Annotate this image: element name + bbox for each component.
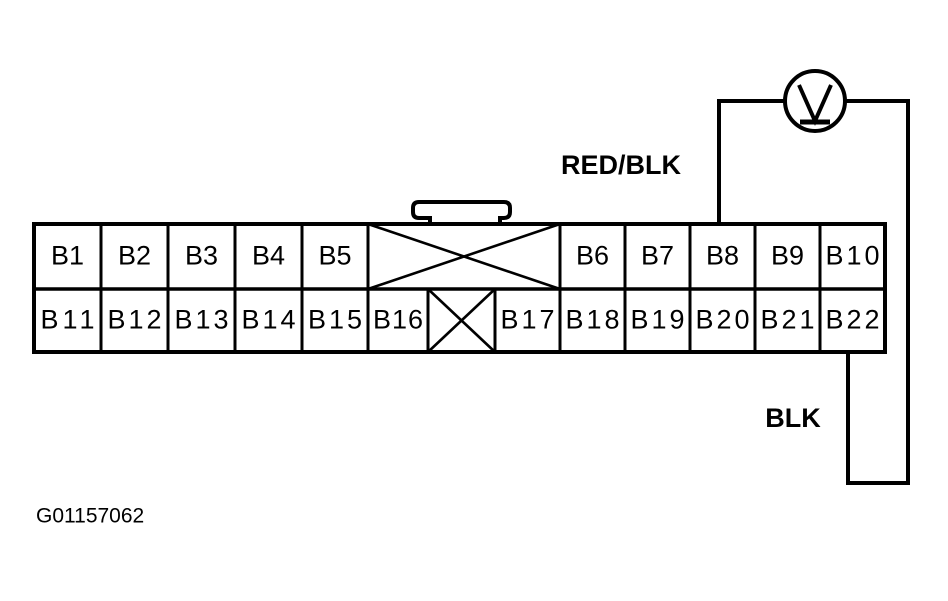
- pin-cell-b1[interactable]: B1: [51, 241, 84, 271]
- pin-label-b10: B10: [826, 241, 880, 271]
- pin-label-b9: B9: [771, 241, 804, 271]
- pin-cell-b8[interactable]: B8: [706, 241, 739, 271]
- pin-label-b5: B5: [318, 241, 351, 271]
- connector-body-group: [32, 222, 887, 354]
- pin-label-b3: B3: [185, 241, 218, 271]
- pin-label-b19: B19: [631, 305, 685, 335]
- wire-red-blk-label: RED/BLK: [561, 150, 681, 180]
- pin-label-b15: B15: [308, 305, 362, 335]
- pin-cell-b14[interactable]: B14: [242, 305, 296, 335]
- pin-cell-b7[interactable]: B7: [641, 241, 674, 271]
- pin-label-b20: B20: [696, 305, 750, 335]
- pin-cell-b13[interactable]: B13: [175, 305, 229, 335]
- wire-group: [717, 99, 910, 485]
- wire-blk-label: BLK: [765, 403, 821, 433]
- pin-cell-b12[interactable]: B12: [108, 305, 162, 335]
- connector-latch-group: [411, 200, 512, 227]
- pin-label-b16: B16: [373, 305, 423, 335]
- blank-x-stroke: [427, 288, 496, 353]
- pin-cell-b16[interactable]: B16: [373, 305, 423, 335]
- pin-label-b21: B21: [761, 305, 815, 335]
- pin-cell-b6[interactable]: B6: [576, 241, 609, 271]
- pin-cell-b3[interactable]: B3: [185, 241, 218, 271]
- pin-label-b4: B4: [252, 241, 285, 271]
- pin-label-b18: B18: [566, 305, 620, 335]
- pin-cell-b17[interactable]: B17: [501, 305, 555, 335]
- wire-labels-group: RED/BLK BLK: [561, 150, 821, 433]
- pin-label-b17: B17: [501, 305, 555, 335]
- pin-label-b1: B1: [51, 241, 84, 271]
- pin-label-b7: B7: [641, 241, 674, 271]
- wire-red-blk: [717, 99, 785, 224]
- pin-label-b2: B2: [118, 241, 151, 271]
- pin-cell-b5[interactable]: B5: [318, 241, 351, 271]
- pin-cell-b9[interactable]: B9: [771, 241, 804, 271]
- pin-cell-blank: [367, 222, 561, 291]
- pin-cell-b2[interactable]: B2: [118, 241, 151, 271]
- pin-cell-b22[interactable]: B22: [826, 305, 880, 335]
- wire-blk: [845, 99, 910, 485]
- voltmeter-group: [783, 69, 847, 133]
- pin-cell-b19[interactable]: B19: [631, 305, 685, 335]
- blank-x-stroke: [367, 222, 561, 291]
- pin-label-b13: B13: [175, 305, 229, 335]
- pin-label-b6: B6: [576, 241, 609, 271]
- figure-id-label: G01157062: [36, 505, 144, 528]
- pin-cell-b21[interactable]: B21: [761, 305, 815, 335]
- pin-cell-blank: [427, 288, 496, 353]
- pin-label-b12: B12: [108, 305, 162, 335]
- pin-label-b14: B14: [242, 305, 296, 335]
- pin-label-b8: B8: [706, 241, 739, 271]
- pin-cell-b15[interactable]: B15: [308, 305, 362, 335]
- pin-cell-b11[interactable]: B11: [41, 305, 95, 335]
- pin-cell-b10[interactable]: B10: [826, 241, 880, 271]
- pin-cell-b18[interactable]: B18: [566, 305, 620, 335]
- pin-cell-b20[interactable]: B20: [696, 305, 750, 335]
- connector-latch-tab: [411, 200, 512, 227]
- pin-label-b11: B11: [41, 305, 95, 335]
- pin-cell-b4[interactable]: B4: [252, 241, 285, 271]
- pin-label-b22: B22: [826, 305, 880, 335]
